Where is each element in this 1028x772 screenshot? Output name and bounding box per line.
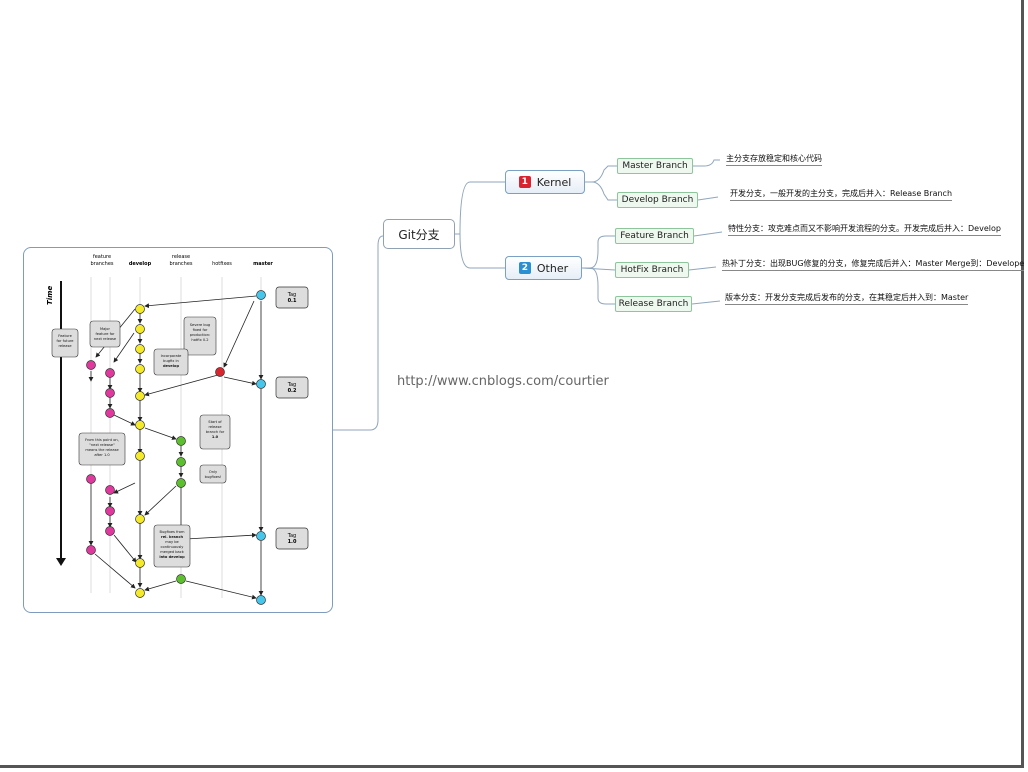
time-arrow <box>56 558 66 566</box>
connector-master <box>585 165 617 183</box>
note-feature: 特性分支：攻克难点而又不影响开发流程的分支。开发完成后并入：Develop <box>728 224 1001 236</box>
branch-other-label: Other <box>536 261 569 275</box>
topic-label: Develop Branch <box>621 195 694 205</box>
topic-hotfix-branch[interactable]: HotFix Branch <box>615 262 689 278</box>
connector-develop <box>585 181 617 201</box>
number-badge: 2 <box>518 262 531 274</box>
connector-feature <box>582 235 615 269</box>
connector-note-develop <box>697 196 719 201</box>
root-label: Git分支 <box>398 227 440 242</box>
callout-next-release: From this point on,"next release"means t… <box>85 438 119 457</box>
branch-kernel-label: Kernel <box>536 175 572 189</box>
topic-release-branch[interactable]: Release Branch <box>615 296 692 312</box>
connector-kernel <box>455 181 505 235</box>
col-header-develop: develop <box>129 261 152 267</box>
note-develop: 开发分支，一般开发的主分支，完成后并入：Release Branch <box>730 189 953 201</box>
note-master: 主分支存放稳定和核心代码 <box>726 154 822 166</box>
topic-feature-branch[interactable]: Feature Branch <box>615 228 694 244</box>
topic-develop-branch[interactable]: Develop Branch <box>617 192 698 208</box>
topic-label: HotFix Branch <box>620 265 684 275</box>
connector-image <box>333 235 384 431</box>
watermark-url: http://www.cnblogs.com/courtier <box>397 374 609 389</box>
topic-label: Master Branch <box>622 161 688 171</box>
time-label: Time <box>46 286 54 305</box>
topic-label: Feature Branch <box>620 231 689 241</box>
root-node[interactable]: Git分支 <box>383 219 455 249</box>
number-badge: 1 <box>518 176 531 188</box>
branch-other[interactable]: 2 Other <box>505 256 582 280</box>
topic-label: Release Branch <box>618 299 689 309</box>
col-header-master: master <box>253 261 273 267</box>
connector-note-hotfix <box>688 266 717 271</box>
connector-other <box>455 233 505 269</box>
connector-release <box>582 267 615 305</box>
connector-note-master <box>693 159 720 167</box>
branch-kernel[interactable]: 1 Kernel <box>505 170 585 194</box>
connector-note-release <box>691 300 721 305</box>
note-hotfix: 热补丁分支：出现BUG修复的分支，修复完成后并入：Master Merge到：D… <box>722 259 1025 271</box>
note-release: 版本分支：开发分支完成后发布的分支，在其稳定后并入到：Master <box>725 293 969 305</box>
topic-master-branch[interactable]: Master Branch <box>617 158 693 174</box>
col-header-hotfixes: hotfixes <box>212 261 232 267</box>
connector-note-feature <box>693 231 723 237</box>
